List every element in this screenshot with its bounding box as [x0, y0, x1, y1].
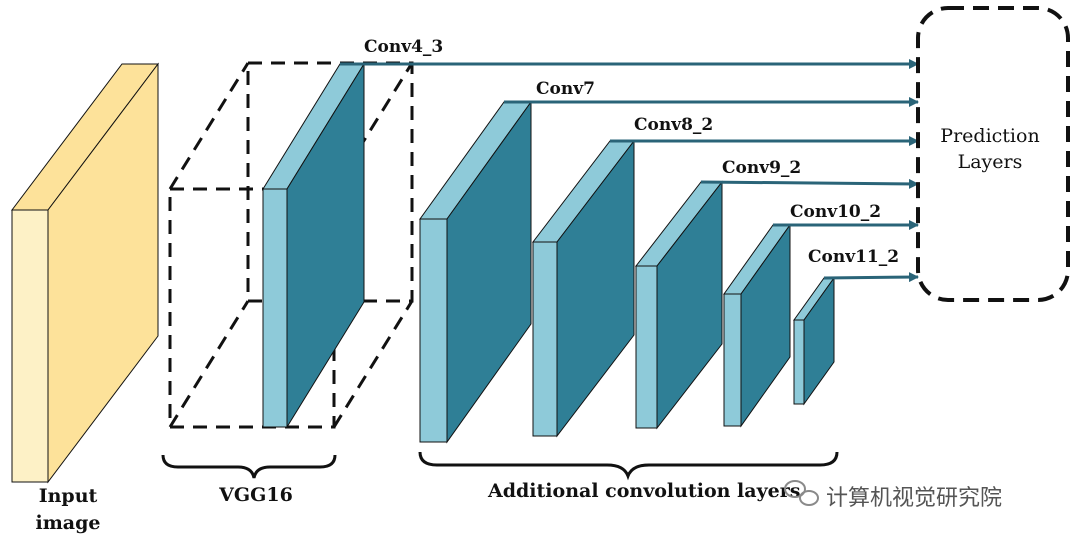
conv10-2-block — [723, 223, 791, 428]
vgg16-brace — [161, 454, 337, 479]
conv8-2-block — [531, 139, 636, 438]
prediction-layers-box — [916, 6, 1070, 302]
conv4-3-block — [262, 62, 365, 429]
arrow-conv11-2 — [823, 272, 919, 283]
arrows — [340, 59, 919, 283]
conv10-2-label: Conv10_2 — [790, 202, 881, 222]
watermark: 计算机视觉研究院 — [784, 480, 1002, 511]
conv7-block — [419, 100, 532, 444]
conv7-label: Conv7 — [536, 79, 595, 99]
input-image-block — [10, 62, 160, 484]
prediction-label-line1: Prediction — [940, 125, 1039, 147]
arrow-conv9-2 — [700, 178, 919, 189]
wechat-icon — [784, 480, 819, 506]
vgg16-label: VGG16 — [218, 484, 293, 506]
input-image-label-line1: Input — [39, 485, 98, 507]
prediction-label-line2: Layers — [958, 151, 1023, 173]
conv4-3-label: Conv4_3 — [364, 37, 443, 57]
conv11-2-block — [793, 276, 835, 406]
input-image-front — [11, 209, 49, 483]
conv9-2-block — [634, 180, 724, 430]
input-image-label-line2: image — [35, 512, 100, 534]
conv9-2-label: Conv9_2 — [722, 158, 801, 178]
conv11-2-label: Conv11_2 — [808, 247, 899, 267]
additional-layers-label: Additional convolution layers — [487, 480, 800, 502]
watermark-text: 计算机视觉研究院 — [826, 486, 1002, 511]
additional-layers-brace — [418, 451, 839, 481]
conv8-2-label: Conv8_2 — [634, 115, 713, 135]
